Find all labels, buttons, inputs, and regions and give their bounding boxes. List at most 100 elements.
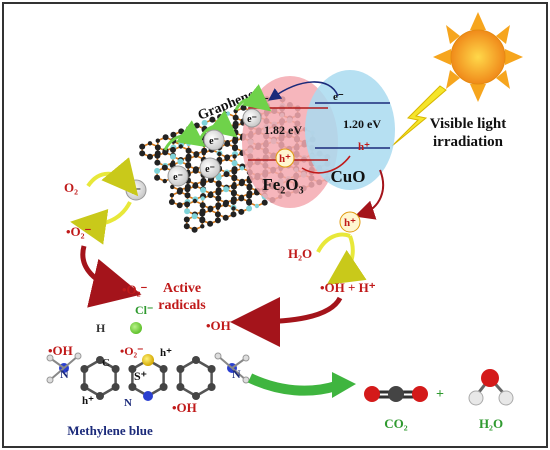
graphene-atom (223, 171, 230, 178)
co2-label: CO₂ (384, 416, 408, 431)
mb-carbon-atom (207, 383, 216, 391)
mb-carbon-atom (111, 383, 120, 391)
mb-carbon-atom (80, 383, 89, 391)
graphene-atom (147, 141, 153, 146)
chlorine-atom (130, 322, 142, 334)
graphene-atom (214, 211, 221, 218)
graphene-atom (231, 160, 238, 167)
graphene-atom (154, 152, 161, 159)
mb-carbon-atom (207, 365, 216, 373)
graphene-atom (184, 201, 191, 208)
mb-carbon-atom (192, 392, 200, 400)
mb-nitrogen-atom (143, 391, 153, 401)
graphene-atom (185, 156, 192, 163)
water-label: H₂O (288, 246, 312, 261)
graphene-atom (230, 198, 237, 205)
graphene-atom (184, 186, 191, 193)
graphene-atom (170, 153, 176, 160)
graphene-atom (238, 195, 245, 202)
mb-hydrogen-atom (74, 352, 82, 360)
graphene-electron-arrow (163, 120, 206, 151)
graphene-atom (215, 189, 222, 196)
graphene-atom (238, 180, 245, 187)
graphene-atom (230, 183, 237, 190)
graphene-atom (199, 217, 206, 224)
graphene-atom (162, 178, 167, 184)
active-superoxide-label: •O₂⁻ (122, 282, 148, 297)
svg-text:e⁻: e⁻ (247, 114, 257, 125)
mb-nitrogen-center-label: N (124, 397, 132, 409)
graphene-electron: e⁻ (199, 157, 221, 179)
superoxide-to-radicals-arrow (80, 245, 142, 308)
graphene-atom (178, 128, 185, 135)
graphene-atom (147, 153, 153, 160)
graphene-atom (223, 186, 230, 193)
graphene-atom (230, 190, 237, 197)
mb-hydrogen-atom (46, 354, 54, 362)
sun-icon (433, 12, 523, 102)
graphene-atom (232, 138, 238, 145)
chloride-label: Cl⁻ (135, 303, 153, 317)
graphene-atom (246, 184, 253, 191)
mb-carbon-atom (96, 356, 104, 364)
graphene-atom (183, 216, 190, 223)
h2o-molecule (468, 369, 514, 406)
graphene-atom (239, 166, 245, 171)
graphene-atom (154, 174, 161, 181)
graphene-electron: e⁻ (203, 129, 225, 151)
hole-migration-arrow (354, 169, 385, 220)
mb-carbon-atom (176, 365, 185, 373)
hydroxyl-to-radicals-arrow (230, 296, 343, 347)
bottom-hydroxyl-label: •OH (172, 400, 197, 415)
mb-hole-label-2: h⁺ (82, 395, 94, 407)
graphene-atom (154, 159, 161, 166)
mb-nitrogen-right-label: N (232, 367, 241, 381)
mb-carbon-atom (111, 365, 120, 373)
mb-carbon-atom (192, 356, 200, 364)
mb-sulfur-label: S⁺ (134, 369, 147, 383)
graphene-atom (201, 151, 206, 156)
graphene-atom (246, 192, 253, 199)
graphene-atom (168, 199, 175, 205)
graphene-atom (232, 154, 237, 159)
fe2o3-hole: h⁺ (279, 153, 291, 165)
active-radicals-label-2: radicals (158, 298, 206, 313)
graphene-atom (224, 156, 229, 162)
graphene-atom (261, 199, 268, 206)
graphene-atom (207, 208, 213, 213)
graphene-electron: e⁻ (242, 108, 262, 128)
graphene-atom (185, 162, 192, 169)
mb-carbon-atom (80, 365, 89, 373)
graphene-atom (246, 205, 253, 212)
graphene-atom (232, 114, 239, 121)
graphene-atom (217, 151, 222, 157)
graphene-atom (139, 150, 146, 157)
graphene-atom (185, 147, 192, 154)
degradation-arrow (247, 373, 338, 396)
graphene-atom (193, 122, 200, 129)
graphene-atom (139, 143, 146, 150)
svg-text:e⁻: e⁻ (131, 186, 141, 197)
graphene-atom (154, 144, 161, 151)
graphene-atom (231, 175, 238, 182)
mb-hydrogen-atom (242, 354, 250, 362)
graphene-atom (254, 203, 260, 209)
graphene-atom (162, 134, 169, 141)
cuo-label: CuO (331, 167, 366, 186)
graphene-atom (224, 140, 231, 147)
cuo-electron: e⁻ (333, 91, 344, 103)
graphene-atom (176, 188, 183, 195)
graphene-atom (192, 182, 199, 189)
graphene-atom (192, 167, 199, 174)
graphene-atom (216, 197, 221, 202)
fe2o3-hole-icon (275, 148, 295, 168)
electron-transfer-arrow (268, 81, 339, 101)
graphene-atom (207, 192, 214, 199)
hydroxyl-radical-label: •OH (206, 318, 231, 333)
mb-hydrogen-atom (46, 376, 54, 384)
o2-label: O₂ (64, 180, 78, 195)
graphene-atom (169, 193, 175, 198)
mb-carbon-label: C (102, 357, 110, 369)
